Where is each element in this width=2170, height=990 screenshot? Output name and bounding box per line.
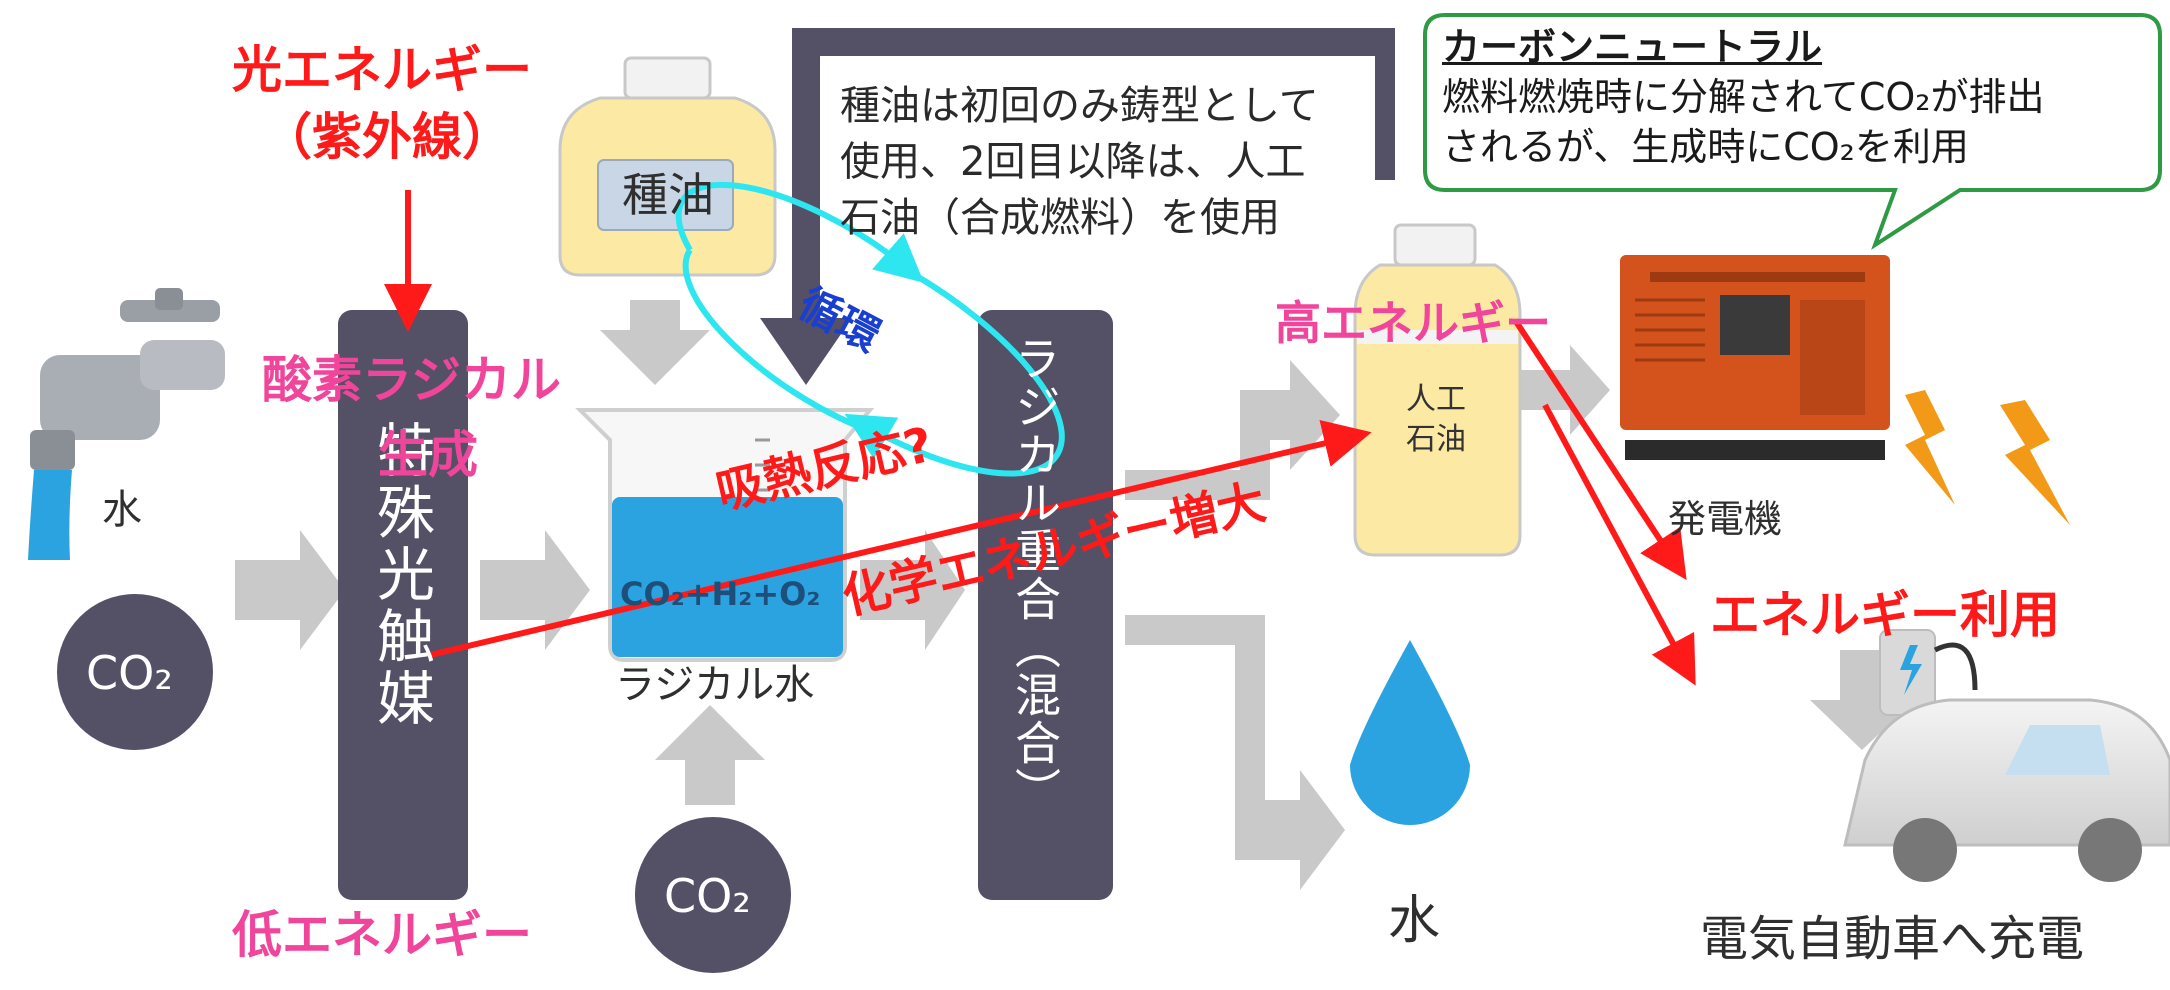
arrow-catalyst-to-beaker bbox=[480, 530, 590, 650]
light-energy-label: 光エネルギー bbox=[232, 41, 532, 99]
co2-left-label: CO₂ bbox=[86, 646, 173, 700]
generator-icon bbox=[1620, 255, 1890, 460]
water-drop-icon bbox=[1350, 640, 1470, 825]
oxygen-radical-label: 酸素ラジカル bbox=[262, 351, 561, 409]
co2-bottom-label: CO₂ bbox=[664, 869, 751, 923]
co2-left-circle bbox=[57, 594, 213, 750]
cycle-arc-bottom bbox=[682, 248, 857, 428]
catalyst-block bbox=[338, 310, 468, 900]
catalyst-label: 特殊光触媒 bbox=[367, 420, 435, 730]
beaker-icon bbox=[575, 408, 875, 662]
charger-icon bbox=[1879, 629, 1978, 716]
arrow-energy-to-ev bbox=[1542, 403, 1696, 686]
carbon-neutral-bubble bbox=[1423, 13, 2162, 250]
note-line-2: 使用、2回目以降は、人工 bbox=[840, 139, 1306, 185]
faucet-water-label: 水 bbox=[102, 487, 142, 533]
lightning-icon-1 bbox=[1905, 390, 1955, 505]
artificial-oil-label-1: 人工 bbox=[1406, 382, 1466, 417]
arrow-poly-up-to-oil bbox=[1125, 360, 1340, 500]
seed-oil-bottle bbox=[558, 56, 777, 277]
cycle-arc-right bbox=[844, 272, 1065, 477]
note-line-1: 種油は初回のみ鋳型として bbox=[840, 83, 1319, 129]
carbon-neutral-line-1: 燃料燃焼時に分解されてCO₂が排出 bbox=[1442, 75, 2045, 119]
radical-water-label: ラジカル水 bbox=[615, 662, 815, 708]
grey-flow-arrows bbox=[235, 300, 1915, 890]
artificial-oil-bottle bbox=[1353, 223, 1522, 557]
arrow-chem-energy-increase bbox=[429, 419, 1372, 658]
polymerization-block bbox=[978, 310, 1113, 900]
faucet-icon bbox=[28, 288, 225, 560]
high-energy-label: 高エネルギー bbox=[1275, 296, 1551, 350]
note-frame-arrowhead bbox=[760, 318, 852, 385]
seed-oil-label: 種油 bbox=[622, 168, 714, 222]
seed-oil-note: 種油は初回のみ鋳型として 使用、2回目以降は、人工 石油（合成燃料）を使用 bbox=[840, 78, 1319, 246]
note-line-3: 石油（合成燃料）を使用 bbox=[840, 195, 1280, 241]
red-energy-arrows bbox=[384, 190, 1696, 686]
beaker-formula: CO₂+H₂+O₂ bbox=[620, 575, 821, 613]
arrow-inputs-to-catalyst bbox=[235, 530, 345, 650]
ev-charge-label: 電気自動車へ充電 bbox=[1700, 911, 2085, 967]
arrow-to-ev bbox=[1810, 650, 1915, 750]
arrow-seedoil-down bbox=[600, 300, 710, 385]
cycle-loop bbox=[675, 181, 1065, 477]
carbon-neutral-line-2: されるが、生成時にCO₂を利用 bbox=[1442, 125, 1969, 169]
note-frame bbox=[760, 28, 1395, 385]
co2-bottom-circle bbox=[635, 817, 791, 973]
artificial-oil-label-2: 石油 bbox=[1406, 422, 1466, 457]
arrow-poly-down-to-water bbox=[1125, 615, 1345, 890]
low-energy-label: 低エネルギー bbox=[232, 906, 532, 964]
uv-label: （紫外線） bbox=[262, 108, 512, 166]
generator-label: 発電機 bbox=[1668, 497, 1783, 541]
carbon-neutral-title: カーボンニュートラル bbox=[1442, 25, 1823, 69]
polymerization-label: ラジカル重合（混合） bbox=[1008, 335, 1062, 815]
carbon-neutral-text: カーボンニュートラル 燃料燃焼時に分解されてCO₂が排出 されるが、生成時にCO… bbox=[1442, 22, 2045, 172]
arrow-beaker-to-poly bbox=[860, 530, 965, 650]
oxygen-radical-generate-label: 生成 bbox=[378, 426, 478, 484]
arrow-co2-up bbox=[655, 705, 765, 805]
water-out-label: 水 bbox=[1388, 891, 1441, 951]
lightning-icon-2 bbox=[2000, 400, 2070, 525]
ev-car-icon bbox=[1843, 698, 2170, 882]
cycle-arc-top bbox=[675, 181, 925, 283]
arrow-energy-to-generator bbox=[1512, 318, 1687, 581]
energy-use-label: エネルギー利用 bbox=[1710, 586, 2060, 644]
